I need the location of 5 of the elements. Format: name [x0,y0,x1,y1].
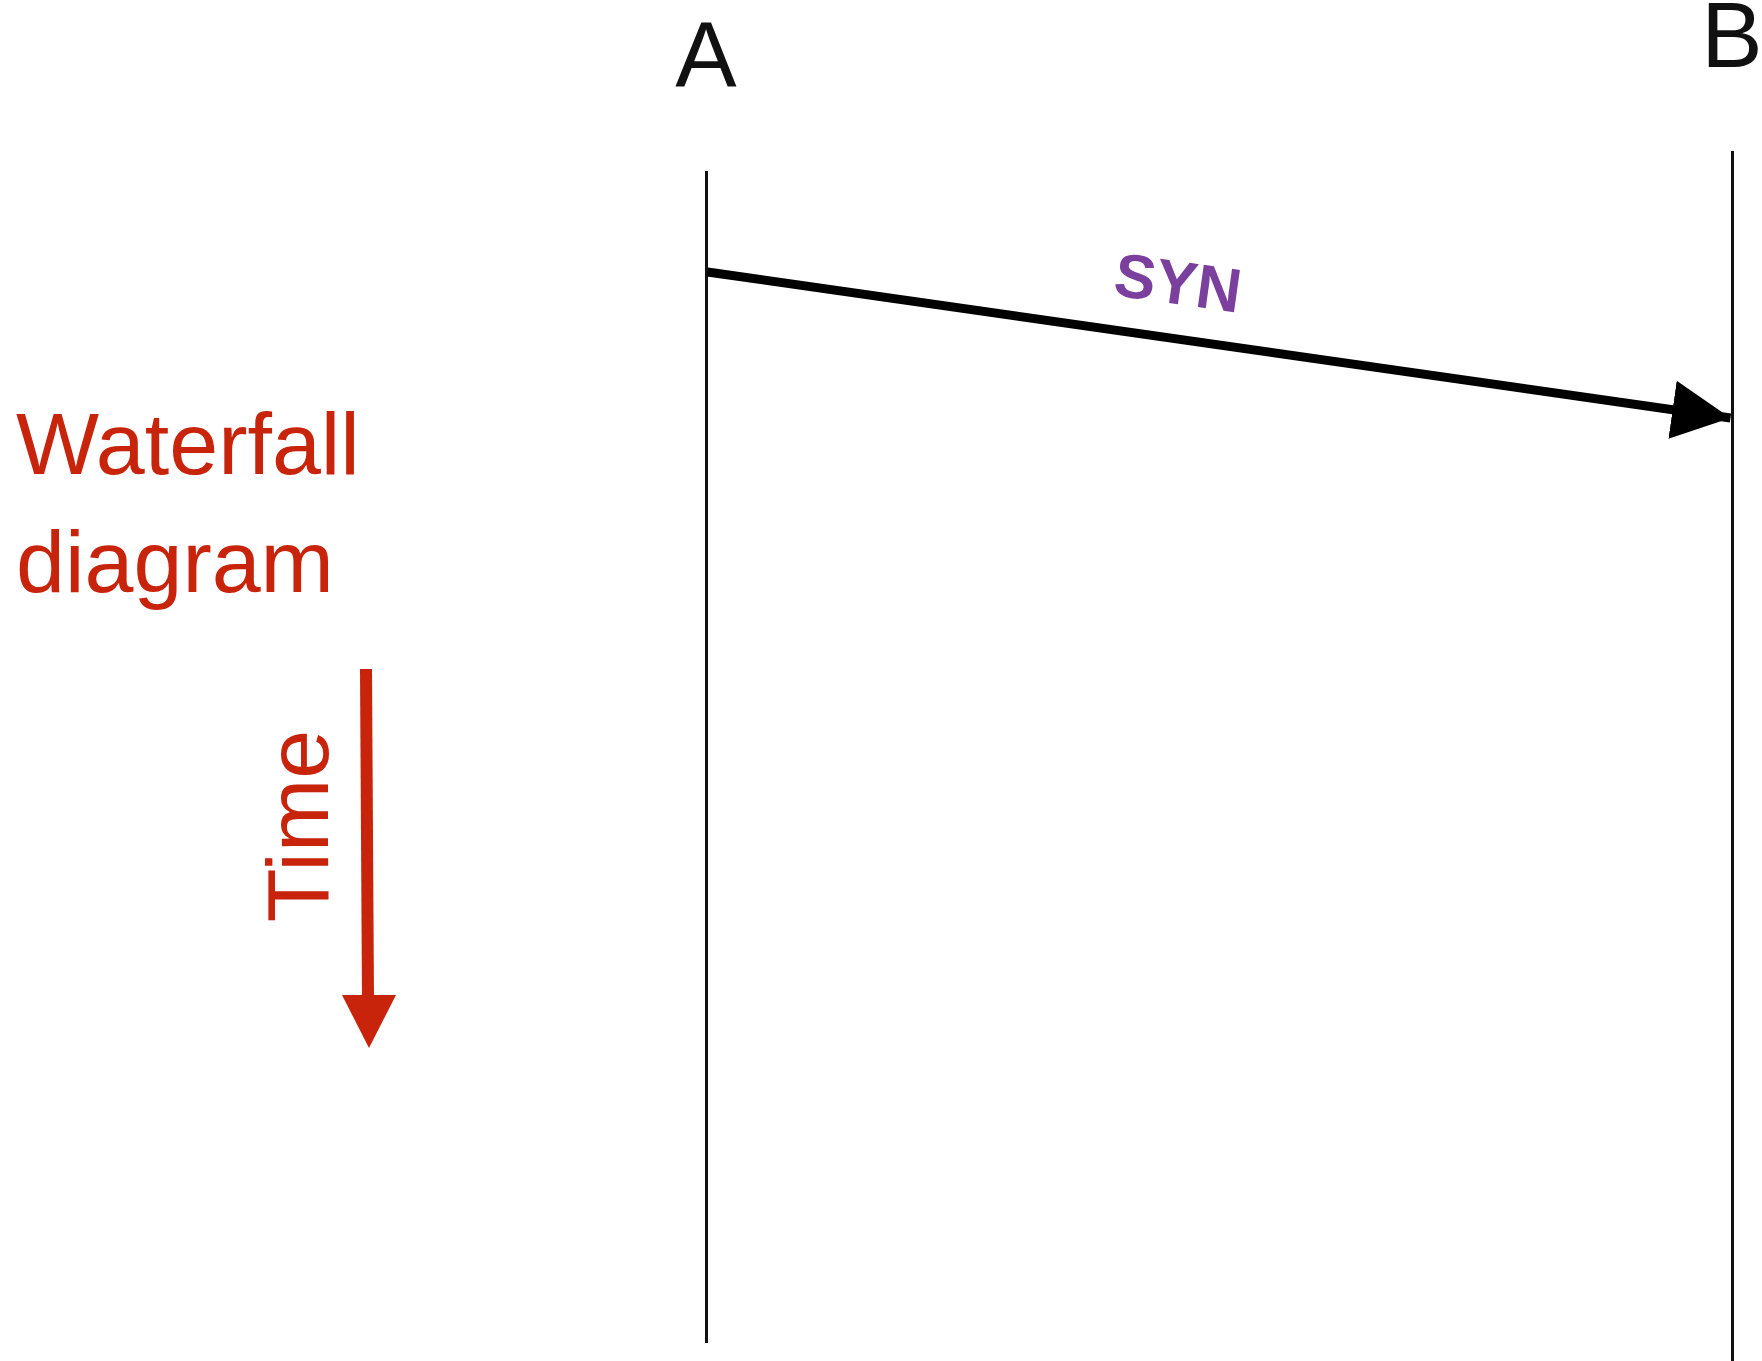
participant-label: A [675,9,737,101]
axis-label: Time [254,729,342,923]
diagram-title: Waterfall diagram [16,393,361,613]
participant-label: B [1701,0,1762,81]
arrow [706,267,1732,439]
